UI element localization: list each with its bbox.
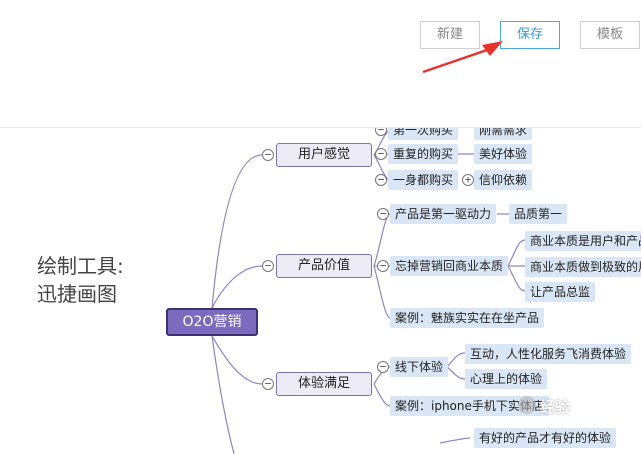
node-good-product-experience[interactable]: 有好的产品才有好的体验 <box>474 428 617 448</box>
branch-node-user-feeling[interactable]: 用户感觉 <box>276 143 372 167</box>
collapse-toggle-icon[interactable]: − <box>377 260 389 272</box>
node-product-director[interactable]: 让产品总监 <box>525 282 596 302</box>
node-faith-dependence[interactable]: 信仰依赖 <box>474 170 533 190</box>
side-title-line1: 绘制工具: <box>37 254 124 278</box>
template-button[interactable]: 模板 <box>580 21 640 49</box>
node-business-essence-user-product[interactable]: 商业本质是用户和产品 <box>525 231 641 251</box>
watermark-text: 经验 <box>540 398 571 416</box>
collapse-toggle-icon[interactable]: − <box>375 148 387 160</box>
node-interactive-service[interactable]: 互动，人性化服务飞消费体验 <box>465 344 632 364</box>
node-product-first-driver[interactable]: 产品是第一驱动力 <box>390 204 497 224</box>
collapse-toggle-icon[interactable]: − <box>262 260 274 272</box>
node-business-essence-ultimate[interactable]: 商业本质做到极致的用户体验 <box>525 257 641 277</box>
node-first-purchase[interactable]: 第一次购买 <box>388 128 459 140</box>
node-need-demand[interactable]: 刚需需求 <box>474 128 533 140</box>
save-button[interactable]: 保存 <box>500 21 560 49</box>
node-psychological-experience[interactable]: 心理上的体验 <box>465 369 548 389</box>
collapse-toggle-icon[interactable]: − <box>377 208 389 220</box>
collapse-toggle-icon[interactable]: − <box>262 378 274 390</box>
collapse-toggle-icon[interactable]: − <box>375 174 387 186</box>
node-repeat-purchase[interactable]: 重复的购买 <box>388 144 459 164</box>
node-offline-experience[interactable]: 线下体验 <box>390 357 449 377</box>
node-lifetime-purchase[interactable]: 一身都购买 <box>388 170 459 190</box>
mindmap-root-node[interactable]: O2O营销 <box>166 308 258 336</box>
toolbar-divider <box>0 127 641 128</box>
node-meizu-case[interactable]: 案例：魅族实实在在坐产品 <box>390 308 545 328</box>
node-quality-first[interactable]: 品质第一 <box>509 204 568 224</box>
side-title: 绘制工具: 迅捷画图 <box>37 252 124 308</box>
mindmap-canvas[interactable]: 绘制工具: 迅捷画图 O2O营销 − 用户感觉 − 第一次购买 刚需需求 − 重… <box>0 128 641 454</box>
branch-node-product-value[interactable]: 产品价值 <box>276 254 372 278</box>
branch-node-experience[interactable]: 体验满足 <box>276 372 372 396</box>
node-good-experience[interactable]: 美好体验 <box>474 144 533 164</box>
node-back-to-business[interactable]: 忘掉营销回商业本质 <box>390 256 509 276</box>
new-button[interactable]: 新建 <box>420 21 480 49</box>
collapse-toggle-icon[interactable]: − <box>377 361 389 373</box>
expand-toggle-icon[interactable]: + <box>462 174 474 186</box>
watermark-icon <box>518 396 536 414</box>
red-arrow-annotation <box>422 41 503 74</box>
collapse-toggle-icon[interactable]: − <box>262 149 274 161</box>
node-iphone-case[interactable]: 案例：iphone手机下实体店 <box>390 396 549 416</box>
side-title-line2: 迅捷画图 <box>37 282 117 306</box>
toolbar: 新建 保存 模板 <box>0 0 641 127</box>
collapse-toggle-icon[interactable]: − <box>375 128 387 136</box>
